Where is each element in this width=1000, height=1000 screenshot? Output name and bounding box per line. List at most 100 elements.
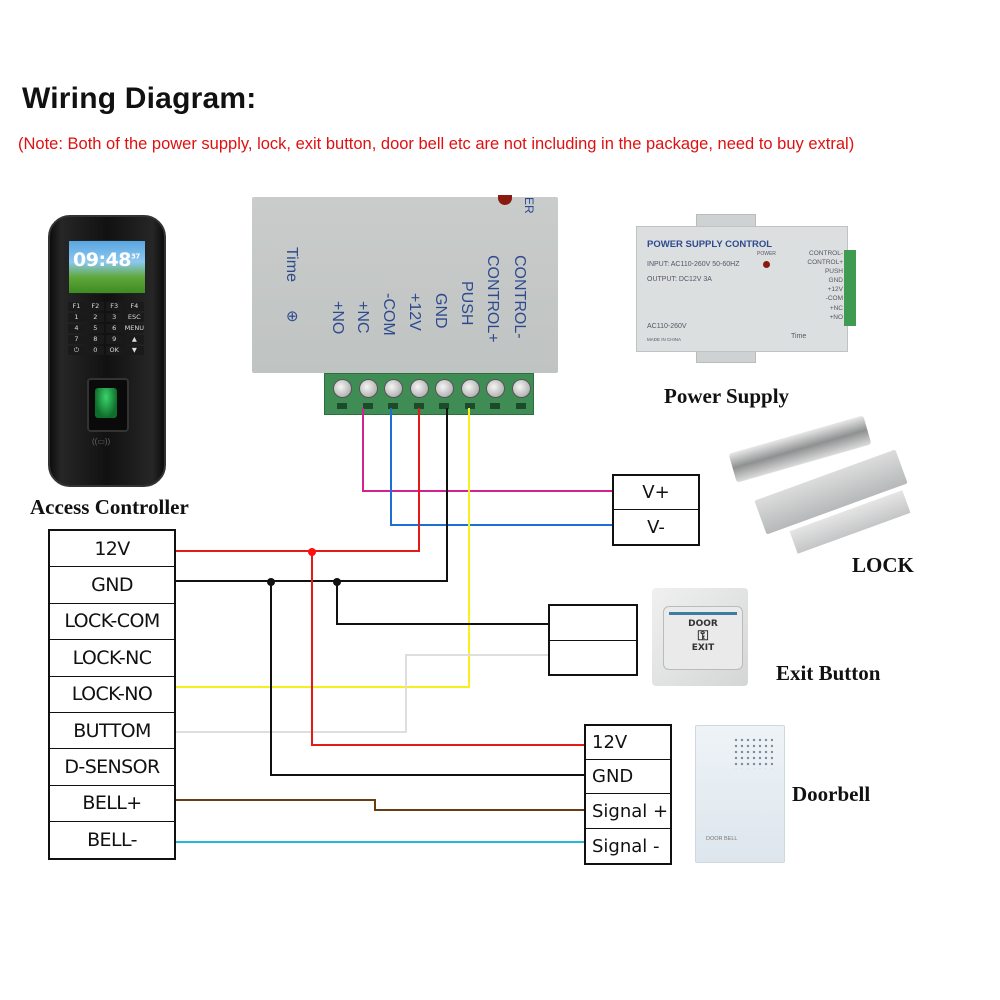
keypad-key: 9: [105, 335, 123, 344]
controller-terminal-d-sensor: D-SENSOR: [50, 749, 174, 786]
terminal-screw: [333, 379, 352, 398]
power-supply-caption: Power Supply: [664, 384, 790, 408]
keypad-key: 5: [86, 324, 104, 333]
terminal-slot: [413, 403, 424, 409]
ps-terminal-label: -COM: [825, 295, 843, 303]
terminal-screw: [511, 379, 531, 398]
terminal-slot: [515, 403, 526, 409]
ps-input: INPUT: AC110-260V 50-60HZ: [647, 261, 740, 268]
ps-title: POWER SUPPLY CONTROL: [647, 239, 773, 250]
lock-terminal-box: V+ V-: [612, 474, 700, 546]
keypad-key: ▲: [124, 335, 144, 344]
terminal-slot: [439, 403, 449, 409]
exit-button-caption: Exit Button: [776, 661, 881, 685]
terminal-slot: [388, 403, 398, 409]
keypad-key: 8: [86, 335, 104, 344]
ps-terminal-label: +12V: [827, 286, 843, 294]
junction-red-12v: [308, 548, 316, 556]
package-note: (Note: Both of the power supply, lock, e…: [18, 135, 855, 153]
exit-face-door: DOOR: [688, 619, 718, 629]
exit-button-face: DOOR ⚿ EXIT: [663, 606, 743, 670]
relay-label-com: -COM: [380, 293, 397, 336]
controller-terminal-lock-com: LOCK-COM: [50, 604, 174, 641]
terminal-screw: [460, 379, 480, 398]
ps-time-label: Time: [791, 333, 807, 340]
controller-terminal-gnd: GND: [50, 567, 174, 604]
relay-label-control-plus: CONTROL+: [484, 255, 501, 343]
doorbell-terminal-signal-plus: Signal +: [586, 794, 670, 829]
wire-magenta-nc-to-lock-vplus: [362, 408, 612, 492]
terminal-slot: [464, 403, 475, 409]
wire-brown-bell-plus: [173, 799, 585, 811]
keypad-key: ESC: [124, 313, 144, 322]
power-supply-unit: POWER SUPPLY CONTROL INPUT: AC110-260V 5…: [636, 226, 848, 352]
wire-black-gnd-to-controller: [173, 408, 448, 582]
wire-red-12v-to-doorbell: [311, 552, 585, 746]
keypad-key: 0: [86, 346, 104, 355]
terminal-slot: [337, 403, 347, 409]
wire-yellow-push-to-lock-no: [173, 408, 470, 688]
ps-terminal-label: +NC: [829, 304, 843, 312]
lock-terminal-vminus: V-: [647, 516, 665, 538]
relay-module: Time ⊕ ER +NO +NC -COM +12V GND PUSH CON…: [252, 197, 558, 373]
keypad-key: 2: [86, 313, 104, 322]
controller-terminal-bellminus: BELL-: [87, 828, 137, 851]
lock-caption: LOCK: [852, 553, 914, 577]
terminal-screw: [384, 379, 403, 398]
controller-terminal-lock-nc: LOCK-NC: [50, 640, 174, 677]
time-knob-icon: ⊕: [286, 308, 299, 325]
access-controller-caption: Access Controller: [30, 495, 189, 519]
controller-terminal-bellminus: BELL+: [50, 786, 174, 823]
keypad-key: OK: [105, 346, 123, 355]
relay-label-nc: +NC: [354, 301, 371, 334]
rfid-card-icon: ((▭)): [92, 437, 111, 446]
ps-terminal-strip: [844, 250, 856, 326]
controller-terminal-12v: 12V: [50, 531, 174, 568]
keypad-key: 1: [68, 313, 85, 322]
wire-blue-com-to-lock-vminus: [390, 408, 612, 526]
keypad-key: F2: [86, 302, 104, 311]
keypad-key: F1: [68, 302, 85, 311]
exit-button-terminal-box: [548, 604, 638, 676]
wire-red-12v-to-controller: [173, 408, 420, 552]
fingerprint-sensor: [87, 378, 129, 432]
clock-seconds: 37: [130, 252, 140, 261]
terminal-slot: [362, 403, 373, 409]
relay-label-control-minus: CONTROL-: [511, 255, 528, 339]
relay-label-12v: +12V: [406, 293, 423, 331]
relay-label-gnd: GND: [432, 293, 449, 329]
keypad-key: ▼: [124, 346, 144, 355]
exit-face-exit: EXIT: [691, 643, 715, 653]
ps-ac-label: AC110-260V: [647, 323, 687, 330]
ps-power-label: POWER: [757, 251, 776, 257]
ps-terminal-label: GND: [828, 277, 843, 285]
screen-clock: 09:4837: [73, 249, 140, 271]
terminal-screw: [435, 379, 454, 398]
controller-terminal-buttom: BUTTOM: [50, 713, 174, 750]
keypad-key: MENU: [124, 324, 144, 333]
wire-black-gnd-to-exit-button: [336, 582, 549, 625]
doorbell-speaker-grill: [733, 737, 773, 769]
terminal-screw: [409, 379, 429, 398]
lock-terminal-vplus: V+: [614, 476, 698, 510]
terminal-screw: [486, 379, 505, 398]
relay-power-led: [498, 195, 512, 205]
doorbell-device-label: DOOR BELL: [706, 836, 738, 842]
doorbell-caption: Doorbell: [792, 782, 871, 806]
controller-terminal-lock-no: LOCK-NO: [50, 677, 174, 713]
doorbell-terminal-signal-minus: Signal -: [592, 835, 660, 857]
ps-terminal-label: CONTROL-: [809, 250, 843, 257]
ps-terminal-label: CONTROL+: [807, 259, 843, 267]
exit-terminal-2: [550, 641, 636, 674]
ps-power-led: [763, 261, 770, 268]
keypad-key: F3: [105, 302, 123, 311]
exit-terminal-1: [550, 606, 636, 641]
controller-screen: 09:4837: [68, 240, 146, 294]
keypad-key: 7: [68, 335, 85, 344]
page-title: Wiring Diagram:: [22, 82, 257, 115]
terminal-screw: [358, 379, 378, 398]
